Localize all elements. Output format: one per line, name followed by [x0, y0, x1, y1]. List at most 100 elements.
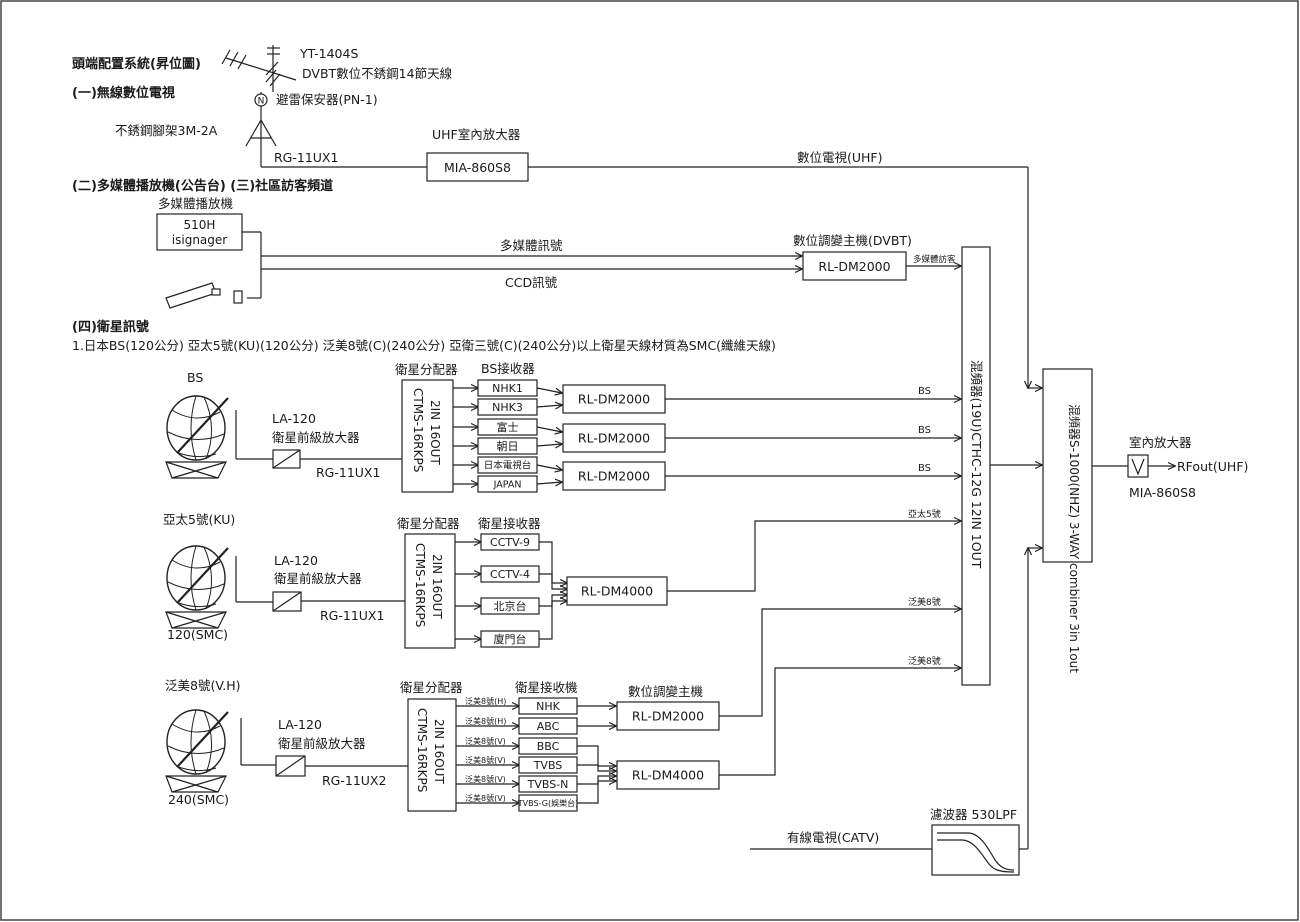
sat-pas8-size: 240(SMC) — [168, 792, 229, 807]
pas8-receiver-label: NHK — [536, 700, 561, 713]
dvbt-mod-box — [802, 251, 907, 281]
uhf-amp-model: MIA-860S8 — [444, 160, 511, 175]
pas8-receiver-label: BBC — [537, 740, 560, 753]
connector-line — [577, 776, 616, 785]
section-multimedia: (二)多媒體播放機(公告台) (三)社區訪客頻道 — [72, 178, 333, 194]
apstar-splitter-line2: CTMS-16RKPS — [413, 543, 427, 627]
uhf-amp-title: UHF室內放大器 — [432, 127, 521, 142]
apstar-cable: RG-11UX1 — [320, 608, 384, 623]
pas8-receiver-label: TVBS-G(娛樂台) — [517, 798, 578, 808]
satellite-dish-icon — [165, 395, 229, 479]
mast-tripod-icon — [245, 106, 277, 147]
bs-cable: RG-11UX1 — [316, 465, 380, 480]
bs-splitter-title: 衛星分配器 — [395, 362, 458, 377]
apstar-receiver-label: 廈門台 — [494, 632, 527, 646]
lna-amplifier-icon — [272, 449, 301, 469]
connector-line — [539, 601, 567, 640]
bs-receiver-label: JAPAN — [493, 479, 522, 490]
bs-lna-model: LA-120 — [272, 411, 316, 426]
media-player-box — [156, 213, 243, 251]
media-player-title: 多媒體播放機 — [158, 196, 234, 211]
combiner-label: 混頻器S-1000(NHZ) 3-WAY combiner 3in 1out — [1067, 404, 1081, 673]
apstar-out-label: 亞太5號 — [908, 508, 941, 520]
dvbt-out-label: 多媒體訪客 — [913, 254, 956, 265]
section-wireless: (一)無線數位電視 — [72, 85, 175, 101]
sat-apstar-name: 亞太5號(KU) — [163, 512, 235, 527]
mixer-box — [961, 246, 991, 686]
ccd-signal-label: CCD訊號 — [505, 275, 558, 290]
bs-lna-desc: 衛星前級放大器 — [272, 430, 360, 445]
lna-amplifier-icon — [275, 755, 306, 777]
bs-modulator-label: RL-DM2000 — [578, 469, 650, 484]
satellite-dish-icon — [165, 545, 229, 629]
connector-line — [719, 668, 961, 776]
connector-line — [536, 387, 562, 393]
bs-modulator-box — [562, 423, 666, 453]
media-signal-label: 多媒體訊號 — [500, 238, 563, 253]
pas8-modulator-label: RL-DM4000 — [632, 768, 704, 783]
uhf-antenna-icon — [221, 45, 297, 92]
apstar-splitter-line1: 2IN 16OUT — [430, 554, 444, 619]
bs-receiver-title: BS接收器 — [481, 361, 535, 376]
apstar-splitter-box — [404, 533, 456, 649]
connector-line — [577, 781, 616, 804]
bs-out-label: BS — [918, 463, 931, 474]
connector-line — [536, 464, 562, 470]
pas8-receiver-list: 泛美8號(H)NHK泛美8號(H)ABC泛美8號(V)BBC泛美8號(V)TVB… — [456, 596, 961, 812]
lna-amplifier-icon — [272, 591, 302, 612]
connector-line — [536, 405, 562, 407]
indoor-amp-model: MIA-860S8 — [1129, 485, 1196, 500]
pas8-feed-label: 泛美8號(V) — [465, 736, 506, 746]
pas8-feed-label: 泛美8號(V) — [465, 755, 506, 765]
bs-receiver-label: NHK1 — [492, 382, 523, 395]
connector-line — [577, 745, 616, 766]
pas8-receiver-label: TVBS-N — [527, 778, 569, 791]
connector-line — [719, 609, 961, 717]
rf-out-label: RFout(UHF) — [1177, 459, 1248, 474]
pas8-out-label: 泛美8號 — [908, 655, 941, 667]
antenna-desc: DVBT數位不銹鋼14節天線 — [302, 66, 453, 81]
protector-symbol: N — [258, 97, 265, 107]
pas8-lna-desc: 衛星前級放大器 — [278, 736, 366, 751]
sat-apstar-size: 120(SMC) — [167, 627, 228, 642]
pas8-receiver-title: 衛星接收機 — [515, 680, 578, 695]
bs-out-label: BS — [918, 425, 931, 436]
connector-line — [536, 482, 562, 484]
apstar-lna-model: LA-120 — [274, 553, 318, 568]
pas8-modulator-box — [616, 760, 720, 790]
pas8-mod-title: 數位調變主機 — [628, 684, 704, 699]
bs-splitter-line1: 2IN 16OUT — [428, 400, 442, 465]
media-player-model-1: 510H — [184, 218, 216, 232]
bs-receiver-label: 日本電視台 — [484, 459, 532, 471]
apstar-receiver-label: CCTV-9 — [490, 536, 530, 549]
pas8-splitter-box — [407, 698, 457, 812]
pas8-modulator-box — [616, 701, 720, 731]
mast-label: 不銹鋼腳架3M-2A — [115, 123, 218, 138]
uhf-out-label: 數位電視(UHF) — [797, 150, 883, 165]
pas8-receiver-label: ABC — [537, 720, 560, 733]
connector-line — [536, 426, 562, 432]
apstar-receiver-label: CCTV-4 — [490, 568, 530, 581]
protector-label: 避雷保安器(PN-1) — [276, 92, 378, 107]
pas8-receiver-label: TVBS — [533, 759, 563, 772]
bs-modulator-label: RL-DM2000 — [578, 392, 650, 407]
cctv-camera-icon — [165, 282, 243, 309]
bs-receiver-label: 朝日 — [497, 440, 519, 453]
antenna-model: YT-1404S — [299, 46, 358, 61]
dvbt-mod-model: RL-DM2000 — [818, 259, 890, 274]
uhf-amp-box — [426, 152, 529, 182]
apstar-splitter-title: 衛星分配器 — [397, 516, 460, 531]
connector-line — [539, 541, 567, 583]
lightning-protector-icon: N — [254, 93, 268, 107]
pas8-cable: RG-11UX2 — [322, 773, 386, 788]
bs-out-label: BS — [918, 386, 931, 397]
apstar-lna-desc: 衛星前級放大器 — [274, 571, 362, 586]
bs-modulator-box — [562, 461, 666, 491]
pas8-out-label: 泛美8號 — [908, 596, 941, 608]
indoor-amp-title: 室內放大器 — [1129, 435, 1192, 450]
pas8-splitter-title: 衛星分配器 — [400, 680, 463, 695]
bs-modulator-box — [562, 384, 666, 414]
